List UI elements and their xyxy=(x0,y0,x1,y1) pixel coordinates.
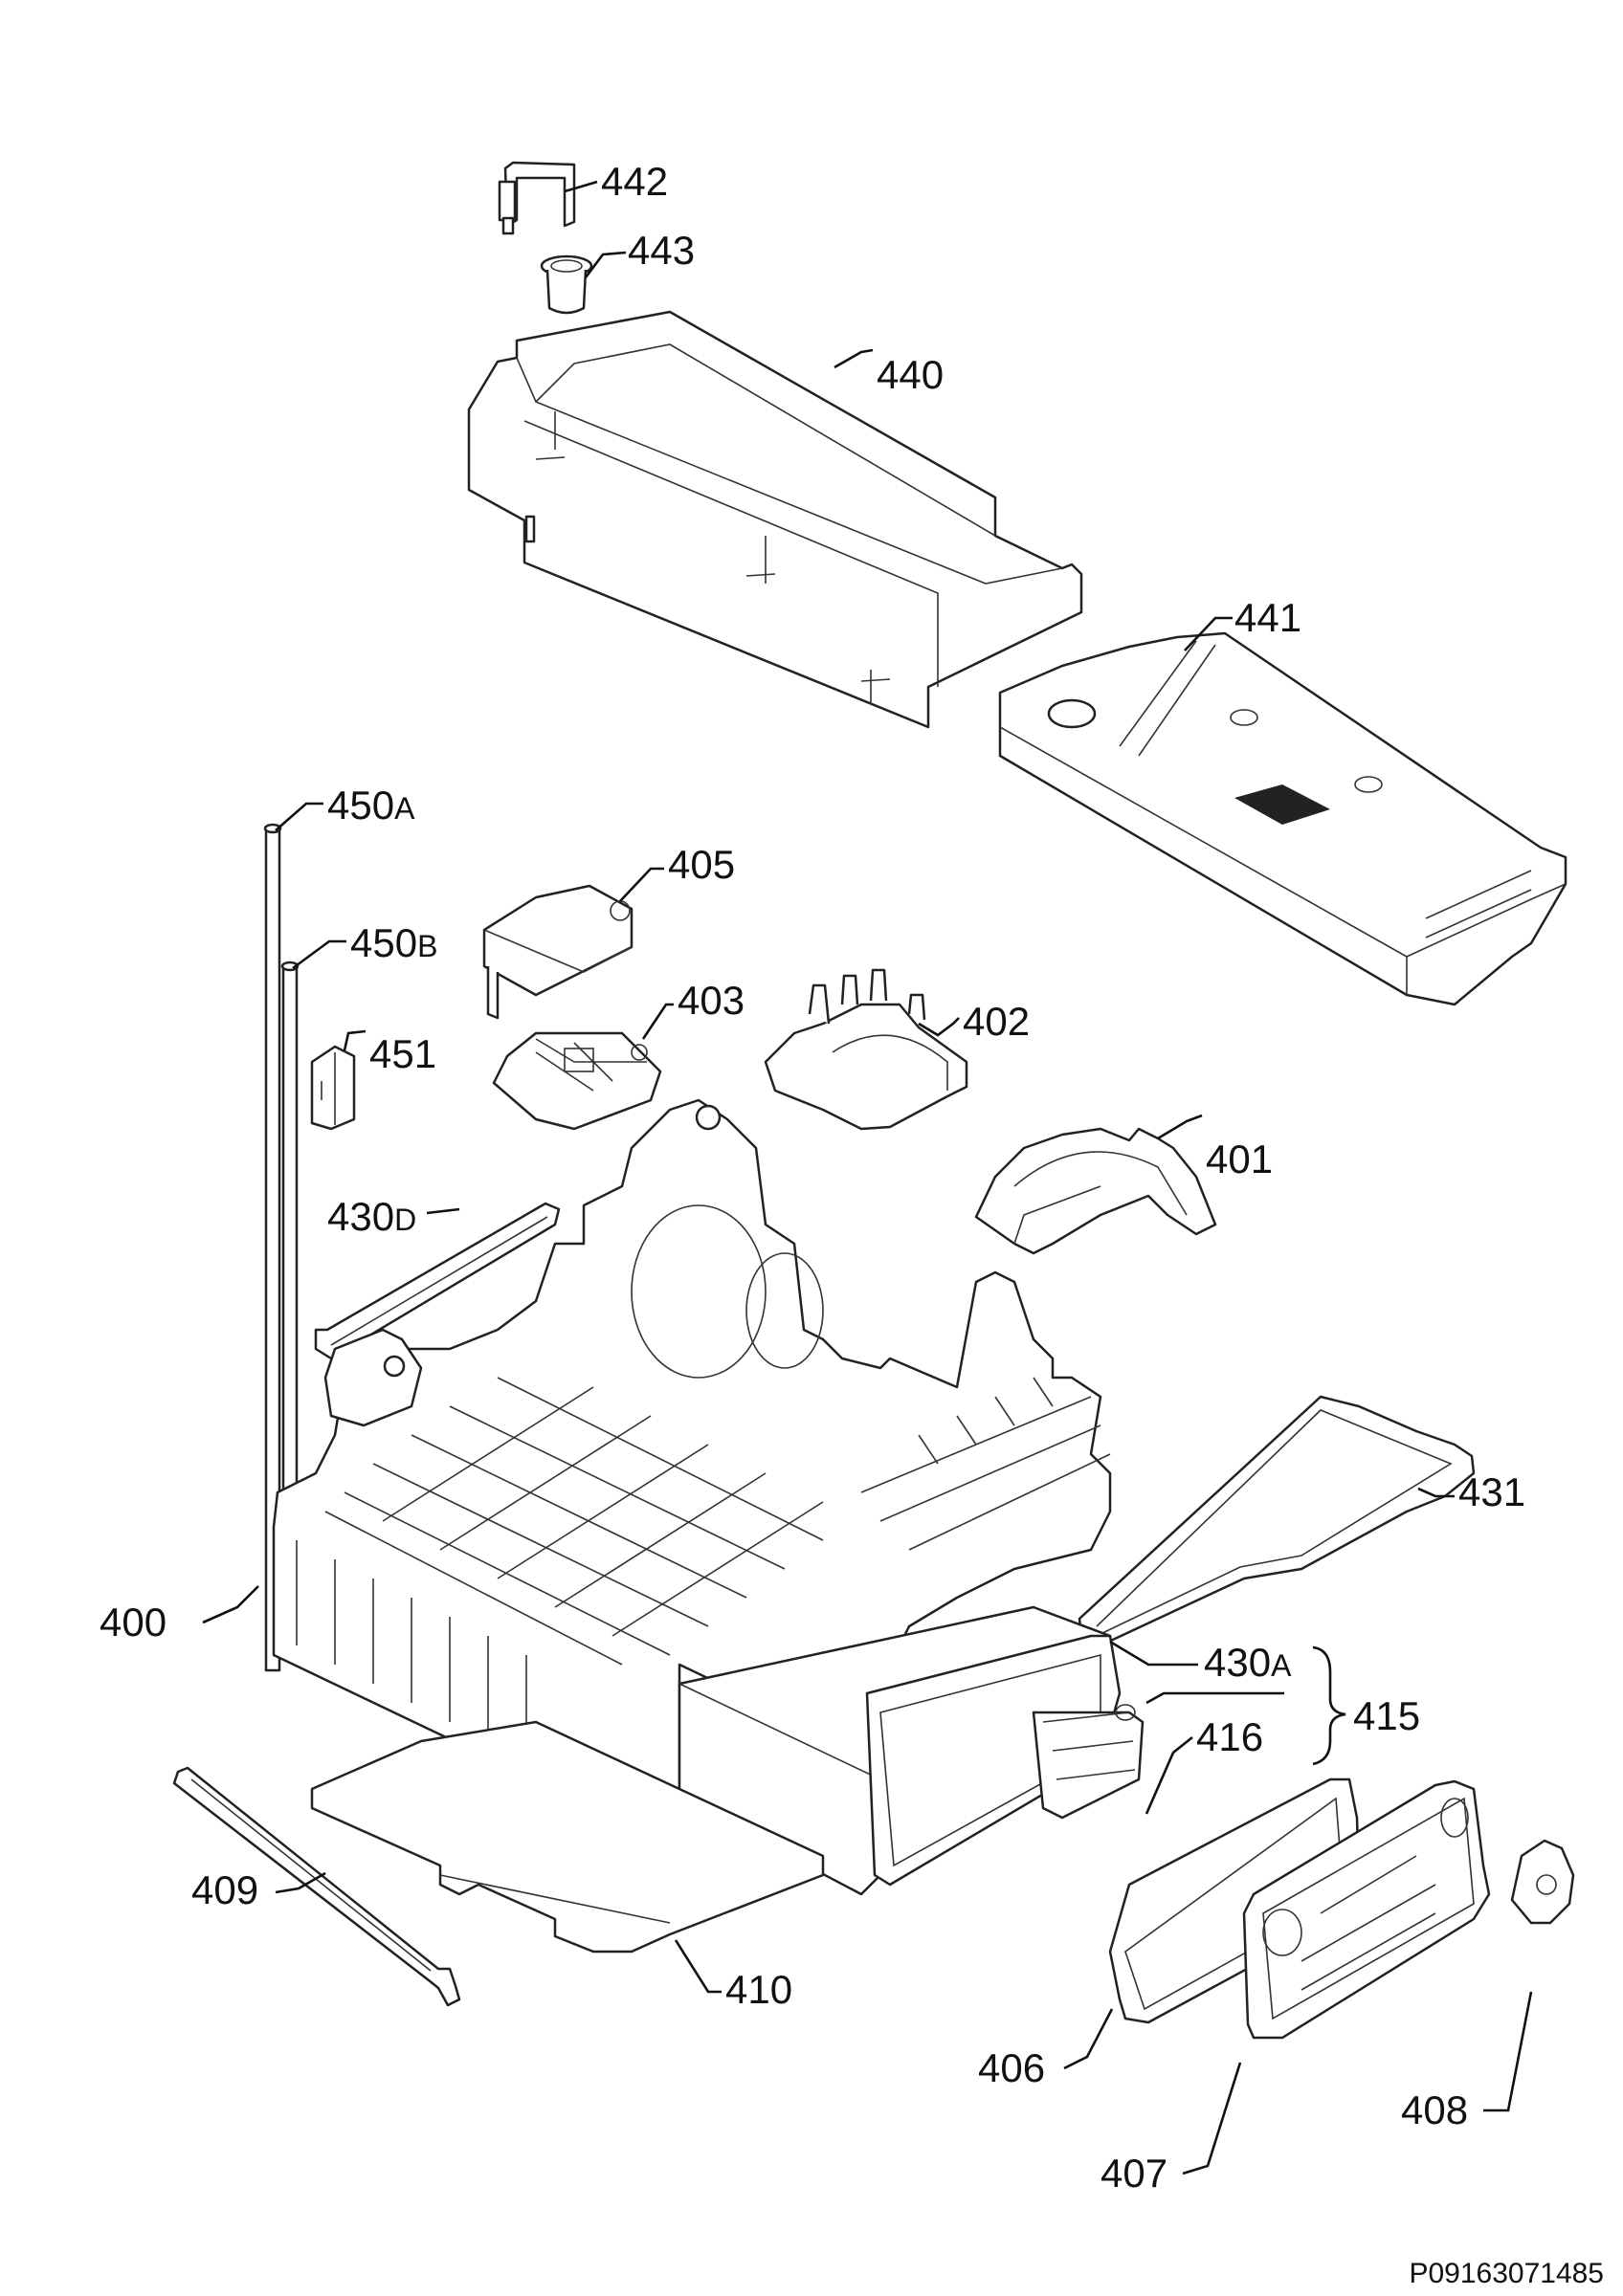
part-431-seal xyxy=(1078,1395,1476,1647)
part-442-fitting xyxy=(498,161,576,235)
label-405: 405 xyxy=(668,842,735,887)
label-443: 443 xyxy=(628,228,695,273)
label-401: 401 xyxy=(1206,1137,1273,1181)
leader-408 xyxy=(1483,1991,1533,2112)
leader-443 xyxy=(584,251,627,278)
leader-402 xyxy=(918,1017,960,1037)
label-442: 442 xyxy=(601,159,668,204)
part-441-water-tank xyxy=(998,631,1567,1006)
part-403-board xyxy=(492,1031,662,1131)
leader-430d xyxy=(426,1207,460,1215)
label-416: 416 xyxy=(1196,1714,1263,1759)
part-407-door-panel xyxy=(1242,1779,1491,2040)
leader-450a xyxy=(275,802,323,831)
leader-431 xyxy=(1417,1487,1455,1498)
part-409-hose xyxy=(172,1766,461,2007)
leader-406 xyxy=(1063,2008,1114,2070)
part-451-clip xyxy=(310,1045,356,1131)
label-408: 408 xyxy=(1401,2087,1468,2132)
label-403: 403 xyxy=(678,978,745,1023)
leader-451 xyxy=(343,1029,367,1051)
leader-400 xyxy=(202,1585,259,1624)
leader-440 xyxy=(834,348,874,369)
part-440-container xyxy=(467,310,1083,729)
leader-401 xyxy=(1157,1114,1203,1140)
leader-407 xyxy=(1182,2062,1242,2175)
part-408-knob xyxy=(1510,1839,1575,1925)
label-430a: 430A xyxy=(1204,1640,1292,1685)
leader-405 xyxy=(619,867,664,902)
label-400: 400 xyxy=(100,1600,167,1645)
part-405-bracket xyxy=(482,884,634,1020)
label-409: 409 xyxy=(191,1867,258,1912)
leader-409 xyxy=(275,1871,326,1894)
drawing-code: P09163071485 xyxy=(1409,2258,1604,2289)
label-450a: 450A xyxy=(327,783,415,828)
leader-442 xyxy=(564,180,598,193)
label-410: 410 xyxy=(725,1967,792,2012)
part-450a-rod xyxy=(263,823,282,1672)
leader-410 xyxy=(674,1939,722,1994)
label-402: 402 xyxy=(963,999,1030,1044)
part-416-handle xyxy=(1032,1704,1145,1820)
label-450b: 450B xyxy=(350,920,437,965)
label-415: 415 xyxy=(1353,1693,1420,1738)
leader-403 xyxy=(641,1003,674,1040)
leader-430a xyxy=(1109,1640,1198,1667)
part-402-fan-cover xyxy=(764,968,968,1131)
label-406: 406 xyxy=(978,2045,1045,2090)
leader-430a-frame xyxy=(1145,1691,1284,1705)
leader-450b xyxy=(292,939,346,970)
leader-415-brace xyxy=(1312,1645,1346,1766)
label-407: 407 xyxy=(1101,2151,1167,2196)
leader-416 xyxy=(1145,1735,1193,1815)
leader-441 xyxy=(1184,616,1233,651)
label-451: 451 xyxy=(369,1031,436,1076)
part-430d-gasket xyxy=(314,1202,561,1360)
label-440: 440 xyxy=(877,352,944,397)
label-431: 431 xyxy=(1458,1469,1525,1514)
label-441: 441 xyxy=(1234,595,1301,640)
part-443-cup xyxy=(540,254,593,315)
part-401-fan-housing xyxy=(974,1127,1217,1255)
part-410-base-plate xyxy=(310,1720,825,1954)
label-430d: 430D xyxy=(327,1194,416,1239)
